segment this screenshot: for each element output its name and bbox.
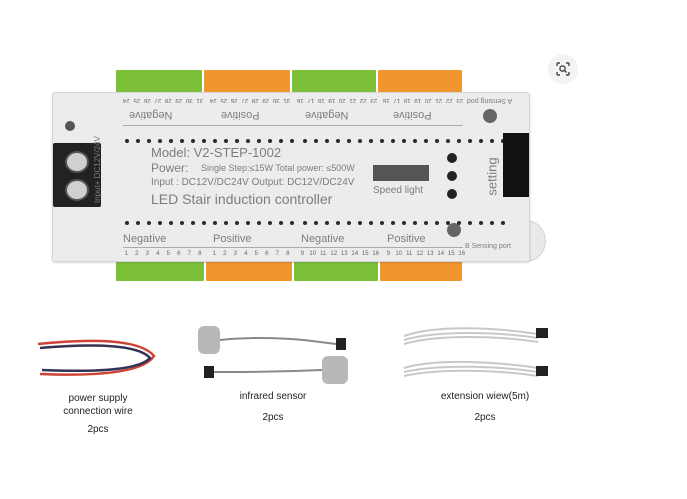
power-wire-image bbox=[37, 339, 156, 376]
bottom-divider bbox=[123, 247, 463, 248]
extension-qty: 2pcs bbox=[474, 412, 496, 423]
power-label: Power: bbox=[151, 161, 189, 175]
bottom-dots-left bbox=[125, 221, 206, 225]
top-label-2: Positive bbox=[221, 109, 260, 121]
io-spec-label: Input : DC12V/DC24V Output: DC12V/DC24V bbox=[151, 177, 355, 188]
top-dots-left bbox=[125, 139, 206, 143]
top-dots-mid bbox=[213, 139, 294, 143]
sensor-port-a bbox=[483, 109, 497, 123]
infrared-sensor-image bbox=[198, 326, 348, 384]
top-dots-right bbox=[303, 139, 505, 143]
top-label-1: Negative bbox=[129, 109, 173, 121]
terminal-top-1 bbox=[116, 70, 202, 92]
power-wire-line2: connection wire bbox=[63, 406, 133, 417]
speed-light-label: Speed light bbox=[373, 185, 424, 196]
bottom-label-1: Negative bbox=[123, 233, 167, 245]
b-sensing-label: B Sensing port bbox=[465, 243, 511, 250]
extension-caption: extension wiew(5m) 2pcs bbox=[420, 390, 550, 424]
bottom-label-3: Negative bbox=[301, 233, 345, 245]
terminal-bottom-1 bbox=[116, 259, 204, 281]
infrared-name: infrared sensor bbox=[239, 391, 307, 402]
terminal-top-4 bbox=[378, 70, 462, 92]
infrared-qty: 2pcs bbox=[262, 412, 284, 423]
speed-light-display bbox=[373, 165, 429, 181]
setting-label: setting bbox=[484, 157, 500, 196]
power-wire-line1: power supply bbox=[68, 393, 128, 404]
setting-button-2[interactable] bbox=[447, 171, 457, 181]
power-detail-label: Single Step:≤15W Total power: ≤500W bbox=[201, 163, 355, 173]
power-input-terminal bbox=[53, 143, 101, 207]
bottom-dots-right bbox=[303, 221, 505, 225]
extension-name: extension wiew(5m) bbox=[440, 391, 530, 402]
mounting-hole bbox=[65, 121, 75, 131]
sensor-port-b bbox=[447, 223, 461, 237]
top-label-4: Positive bbox=[393, 109, 432, 121]
lens-search-icon bbox=[556, 62, 570, 76]
terminal-bottom-4 bbox=[380, 259, 462, 281]
bottom-dots-mid bbox=[213, 221, 294, 225]
setting-button-1[interactable] bbox=[447, 153, 457, 163]
terminal-top-3 bbox=[292, 70, 376, 92]
setting-button-3[interactable] bbox=[447, 189, 457, 199]
extension-wire-image bbox=[403, 327, 548, 377]
a-sensing-label: A Sensing pod bbox=[467, 97, 513, 104]
product-title-label: LED Stair induction controller bbox=[151, 191, 333, 207]
top-divider bbox=[123, 125, 463, 126]
top-label-3: Negative bbox=[305, 109, 349, 121]
sensor-connector-a bbox=[503, 133, 529, 197]
terminal-top-2 bbox=[204, 70, 290, 92]
infrared-caption: infrared sensor 2pcs bbox=[208, 390, 338, 424]
lens-search-button[interactable] bbox=[548, 54, 578, 84]
terminal-bottom-3 bbox=[294, 259, 378, 281]
screw-terminal-1 bbox=[65, 151, 89, 173]
power-wire-qty: 2pcs bbox=[87, 424, 109, 435]
terminal-bottom-2 bbox=[206, 259, 292, 281]
bottom-label-4: Positive bbox=[387, 233, 426, 245]
model-label: Model: V2-STEP-1002 bbox=[151, 145, 282, 160]
bottom-label-2: Positive bbox=[213, 233, 252, 245]
power-wire-caption: power supply connection wire 2pcs bbox=[36, 392, 160, 436]
screw-terminal-2 bbox=[65, 179, 89, 201]
input-terminal-label: Input+ DC12V/24V bbox=[93, 136, 102, 203]
